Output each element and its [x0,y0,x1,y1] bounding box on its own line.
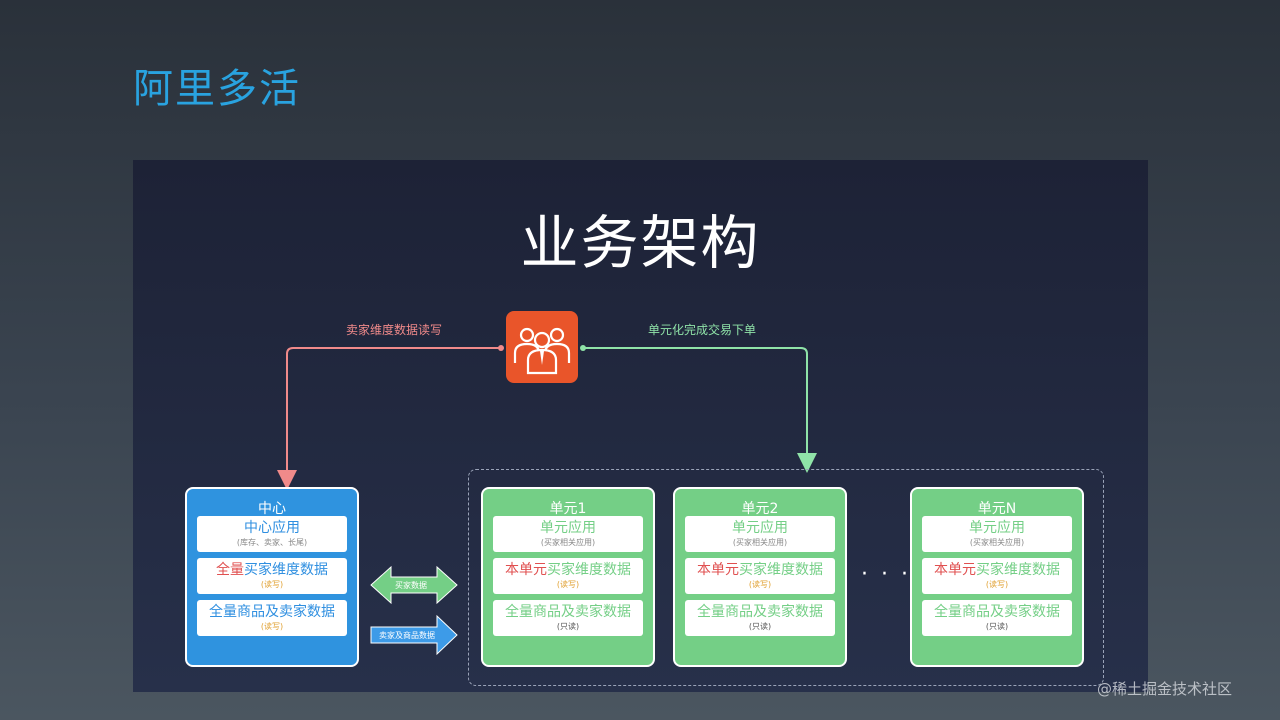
center-app-sub: (库存、卖家、长尾) [236,538,308,547]
unit-goods-box: 全量商品及卖家数据 (只读) [922,600,1072,636]
flow-label-left: 卖家维度数据读写 [346,323,443,337]
buyer-data-arrow [370,565,458,605]
unit-title: 单元2 [741,501,779,517]
unit-node-n: 单元N 单元应用 (买家相关应用) 本单元买家维度数据 (读写) 全量商品及卖家… [910,487,1084,667]
unit-title: 单元1 [549,501,587,517]
unit-title: 单元N [977,501,1017,517]
goods-data-arrow-label: 卖家及商品数据 [379,631,435,640]
center-buyer-label: 买家维度数据 [244,562,328,578]
unit-app-box: 单元应用 (买家相关应用) [922,516,1072,552]
unit-node-2: 单元2 单元应用 (买家相关应用) 本单元买家维度数据 (读写) 全量商品及卖家… [673,487,847,667]
goods-data-arrow [370,614,458,656]
unit-app-box: 单元应用 (买家相关应用) [685,516,835,552]
center-goods-box: 全量商品及卖家数据 (读写) [197,600,347,636]
center-goods-sub: (读写) [260,622,284,631]
flow-line-left [277,347,501,490]
unit-node-1: 单元1 单元应用 (买家相关应用) 本单元买家维度数据 (读写) 全量商品及卖家… [481,487,655,667]
unit-goods-box: 全量商品及卖家数据 (只读) [685,600,835,636]
center-buyer-data-box: 全量买家维度数据 (读写) [197,558,347,594]
center-app-box: 中心应用 (库存、卖家、长尾) [197,516,347,552]
units-group-frame [468,469,1104,686]
unit-buyer-data-box: 本单元买家维度数据 (读写) [685,558,835,594]
center-node: 中心 中心应用 (库存、卖家、长尾) 全量买家维度数据 (读写) 全量商品及卖家… [185,487,359,667]
center-title: 中心 [258,501,286,517]
unit-app-box: 单元应用 (买家相关应用) [493,516,643,552]
center-buyer-highlight: 全量 [216,562,244,578]
center-app-label: 中心应用 [244,520,300,536]
flow-label-right: 单元化完成交易下单 [648,323,757,337]
diagram-panel: 业务架构 卖家维度数据读写 单元化完成交易下单 [133,160,1148,692]
connector-lines [277,345,817,656]
flow-line-right [583,347,817,473]
unit-buyer-data-box: 本单元买家维度数据 (读写) [922,558,1072,594]
unit-goods-box: 全量商品及卖家数据 (只读) [493,600,643,636]
users-group-icon [506,311,578,383]
watermark: @稀土掘金技术社区 [1097,680,1233,698]
center-goods-label: 全量商品及卖家数据 [209,604,335,620]
center-buyer-sub: (读写) [260,580,284,589]
slide-title: 阿里多活 [133,66,301,112]
more-units-ellipsis: · · · [861,562,911,587]
unit-buyer-data-box: 本单元买家维度数据 (读写) [493,558,643,594]
diagram-title: 业务架构 [520,209,761,277]
buyer-data-arrow-label: 买家数据 [395,581,427,590]
